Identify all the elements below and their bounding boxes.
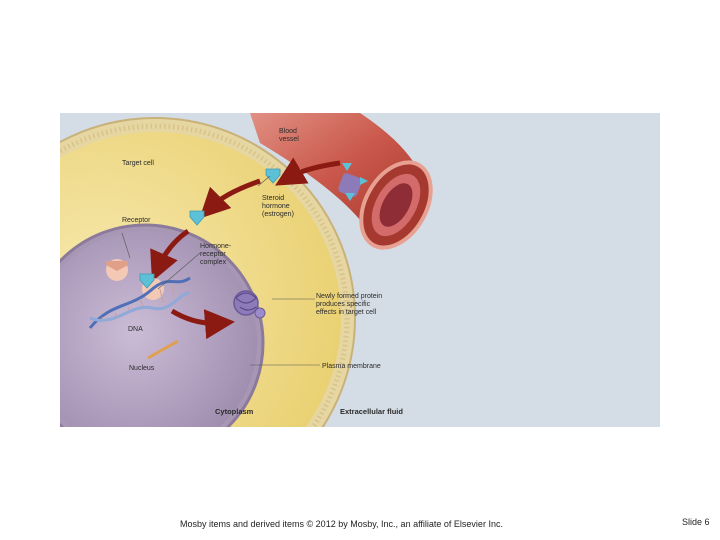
receptor-shape [106, 259, 128, 281]
label-cytoplasm: Cytoplasm [215, 407, 254, 416]
hormone-in-membrane [189, 210, 205, 226]
copyright-footer: Mosby items and derived items © 2012 by … [180, 519, 503, 529]
protein-shape [233, 290, 266, 319]
label-plasma-membrane: Plasma membrane [322, 363, 381, 370]
label-target-cell: Target cell [122, 160, 154, 167]
arrow-vessel-to-hormone [275, 157, 341, 186]
label-receptor: Receptor [122, 217, 151, 224]
label-hormone-receptor-complex: Hormone- receptor complex [200, 243, 232, 266]
slide-number: Slide 6 [682, 517, 710, 527]
steroid-hormone-shape [265, 168, 281, 184]
arrow-to-complex [150, 228, 190, 282]
hormone-in-blood [338, 163, 368, 201]
label-nucleus: Nucleus [129, 365, 155, 372]
label-new-protein: Newly formed protein produces specific e… [316, 293, 383, 316]
arrow-hormone-into-cell [199, 178, 261, 219]
mrna-strand [147, 339, 179, 360]
dna-helix [88, 276, 191, 329]
diagram-illustration [60, 113, 433, 427]
arrow-to-protein [170, 308, 235, 340]
label-extracellular-fluid: Extracellular fluid [340, 407, 403, 416]
label-blood-vessel: Blood vessel [279, 128, 299, 143]
steroid-hormone-diagram: Blood vessel Target cell Steroid hormone… [60, 113, 660, 427]
label-dna: DNA [128, 326, 143, 333]
label-steroid-hormone: Steroid hormone (estrogen) [262, 195, 294, 218]
